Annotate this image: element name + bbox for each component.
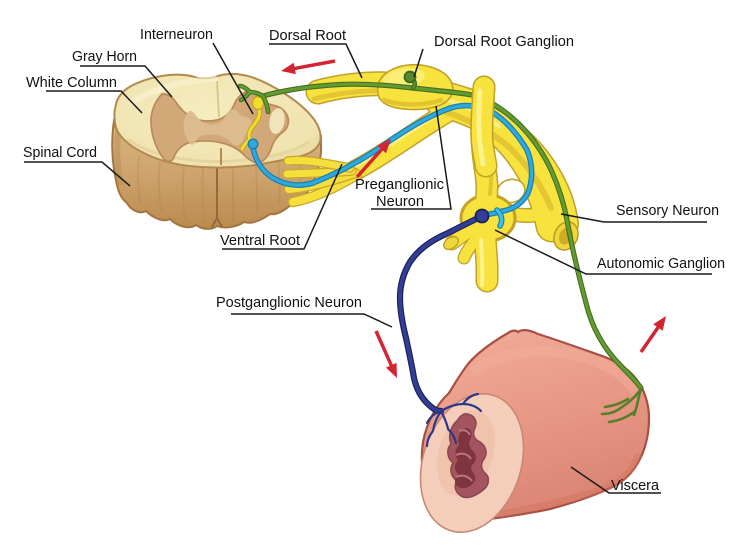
svg-text:Postganglionic Neuron: Postganglionic Neuron — [216, 295, 362, 311]
svg-text:Interneuron: Interneuron — [140, 27, 213, 43]
svg-text:Spinal Cord: Spinal Cord — [23, 145, 97, 161]
svg-text:Sensory Neuron: Sensory Neuron — [616, 203, 719, 219]
svg-text:Autonomic Ganglion: Autonomic Ganglion — [597, 256, 725, 272]
svg-text:Preganglionic: Preganglionic — [355, 177, 444, 193]
svg-text:Viscera: Viscera — [611, 478, 660, 494]
svg-text:Dorsal Root: Dorsal Root — [269, 28, 346, 44]
svg-text:Gray Horn: Gray Horn — [72, 49, 137, 65]
svg-text:White Column: White Column — [26, 75, 117, 91]
svg-text:Ventral Root: Ventral Root — [220, 233, 300, 249]
svg-text:Dorsal Root Ganglion: Dorsal Root Ganglion — [434, 34, 574, 50]
svg-text:Neuron: Neuron — [376, 194, 424, 210]
